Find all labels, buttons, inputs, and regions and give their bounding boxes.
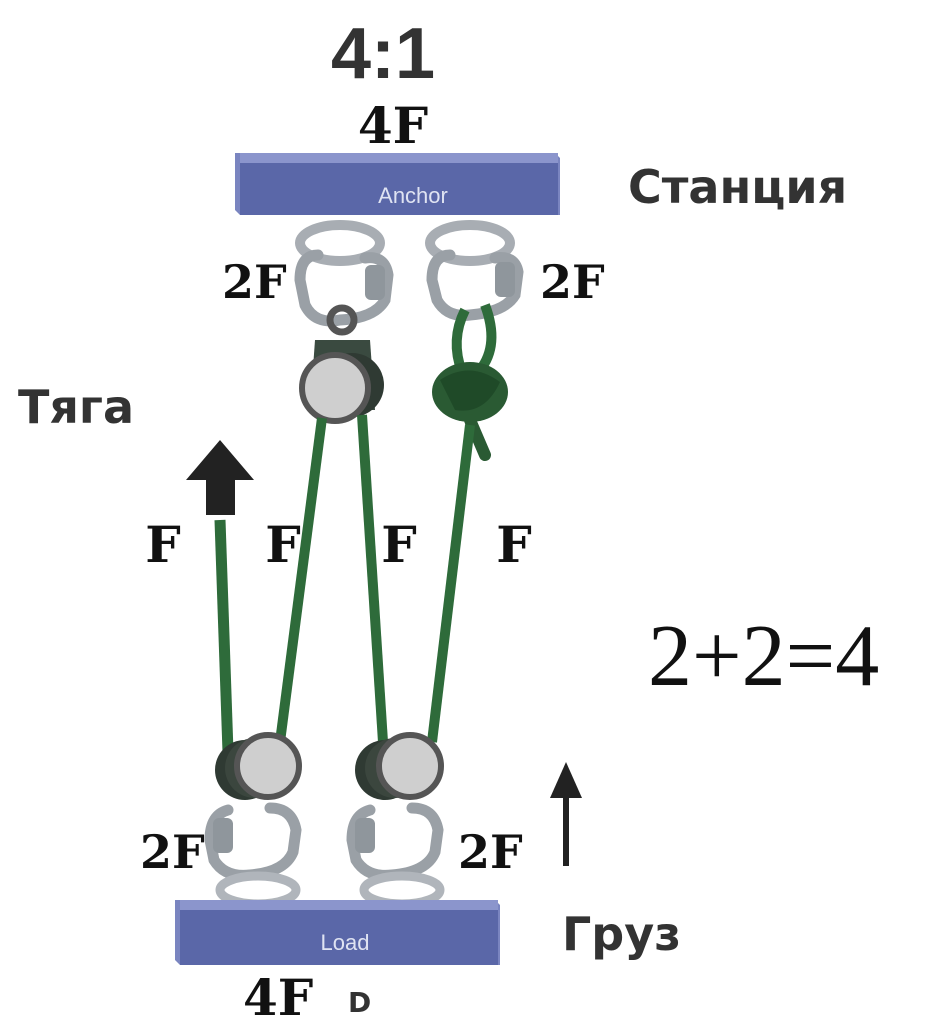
anchor-force-label: 4F [358,96,428,155]
anchor-bolt-right [425,220,515,266]
rope-pull-strand [214,519,234,753]
rope-force-label-2: F [265,515,301,574]
rope-force-label-1: F [145,515,181,574]
figure-eight-knot [432,303,508,461]
load-bolt-left [215,871,301,909]
load-bolt-right [359,871,445,909]
load-caption: Груз [562,907,681,961]
anchor-plate: Anchor [235,153,560,215]
rope-strand-3 [357,414,388,743]
top-left-carabiner [294,249,394,327]
equation-text: 2+2=4 [648,608,879,705]
bottom-right-pulley [355,732,444,800]
bottom-left-carabiner [204,802,302,881]
bottom-right-force-label: 2F [458,825,523,879]
bottom-left-force-label: 2F [140,825,205,879]
anchor-plate-label: Anchor [378,183,448,208]
top-right-force-label: 2F [540,255,605,309]
top-right-carabiner [426,249,524,321]
rope-force-label-3: F [381,515,417,574]
load-plate: Load [175,900,500,965]
top-pulley [299,304,384,424]
rope-strand-4 [427,424,475,743]
load-plate-label: Load [321,930,370,955]
pull-caption: Тяга [18,380,134,434]
anchor-bolt-left [295,220,385,266]
ratio-title: 4:1 [331,14,435,94]
rope-lines [214,414,475,753]
rope-force-label-4: F [496,515,532,574]
rope-strand-2 [275,417,327,743]
load-force-label: 4F [243,968,313,1023]
up-arrow-icon [186,440,254,515]
bottom-glyph: D [348,986,371,1019]
top-left-force-label: 2F [222,255,287,309]
load-up-arrow-icon [550,762,582,866]
bottom-left-pulley [215,732,302,800]
anchor-caption: Станция [628,160,847,214]
bottom-right-carabiner [346,802,444,881]
